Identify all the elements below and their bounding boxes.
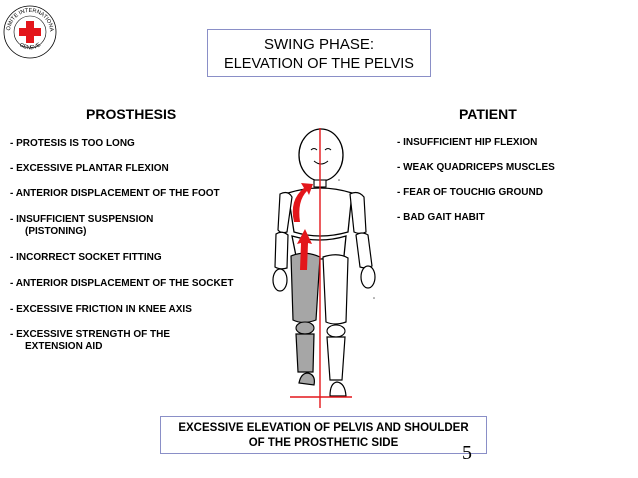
prosthetic-foot: [298, 372, 315, 386]
eye-right: [324, 148, 332, 151]
logo-text-bottom: GENEVE: [18, 42, 42, 51]
patient-item: - WEAK QUADRICEPS MUSCLES: [397, 162, 555, 173]
prosthesis-item: - EXCESSIVE FRICTION IN KNEE AXIS: [10, 304, 192, 315]
sound-thigh: [322, 254, 349, 325]
mannequin-figure: [272, 128, 376, 408]
prosthesis-item: - ANTERIOR DISPLACEMENT OF THE FOOT: [10, 188, 220, 199]
conclusion-box: EXCESSIVE ELEVATION OF PELVIS AND SHOULD…: [160, 416, 487, 454]
prosthesis-item: - EXCESSIVE STRENGTH OF THE: [10, 329, 171, 340]
patient-item: - FEAR OF TOUCHIG GROUND: [397, 187, 543, 198]
prosthesis-item: (PISTONING): [25, 226, 87, 237]
shoulder-elevation-arrow-icon: [292, 183, 313, 222]
sound-shank: [326, 336, 346, 381]
pelvis-elevation-arrow-icon: [297, 229, 312, 270]
patient-heading: PATIENT: [459, 106, 517, 122]
prosthetic-shank: [295, 333, 315, 373]
page-number: 5: [462, 442, 472, 464]
prosthesis-item: EXTENSION AID: [25, 341, 103, 352]
prosthesis-item: - EXCESSIVE PLANTAR FLEXION: [10, 163, 169, 174]
head: [298, 128, 344, 182]
right-upper-arm: [349, 191, 367, 235]
sound-foot: [329, 381, 347, 397]
prosthesis-item: - INSUFFICIENT SUSPENSION: [10, 214, 154, 225]
title-line-1: SWING PHASE:: [263, 36, 375, 53]
red-cross-icon: [19, 21, 41, 43]
left-hand: [272, 268, 288, 292]
prosthesis-item: - PROTESIS IS TOO LONG: [10, 138, 135, 149]
prosthesis-item: - ANTERIOR DISPLACEMENT OF THE SOCKET: [10, 278, 234, 289]
conclusion-line-2: OF THE PROSTHETIC SIDE: [248, 437, 399, 449]
prosthesis-heading: PROSTHESIS: [86, 106, 177, 122]
right-forearm: [355, 232, 373, 269]
title-box: SWING PHASE: ELEVATION OF THE PELVIS: [207, 29, 431, 77]
left-forearm: [274, 231, 289, 270]
patient-item: - INSUFFICIENT HIP FLEXION: [397, 137, 538, 148]
smile: [313, 160, 329, 165]
title-line-2: ELEVATION OF THE PELVIS: [224, 56, 414, 72]
conclusion-line-1: EXCESSIVE ELEVATION OF PELVIS AND SHOULD…: [178, 422, 469, 434]
patient-item: - BAD GAIT HABIT: [397, 212, 485, 223]
prosthetic-thigh: [290, 252, 321, 324]
prosthetic-knee: [295, 321, 315, 335]
icrc-logo: COMITE INTERNATIONAL GENEVE: [2, 4, 57, 59]
right-hand: [360, 265, 376, 289]
prosthesis-item: - INCORRECT SOCKET FITTING: [10, 252, 162, 263]
sound-knee: [326, 324, 346, 338]
left-upper-arm: [277, 191, 293, 234]
eye-left: [310, 148, 318, 151]
